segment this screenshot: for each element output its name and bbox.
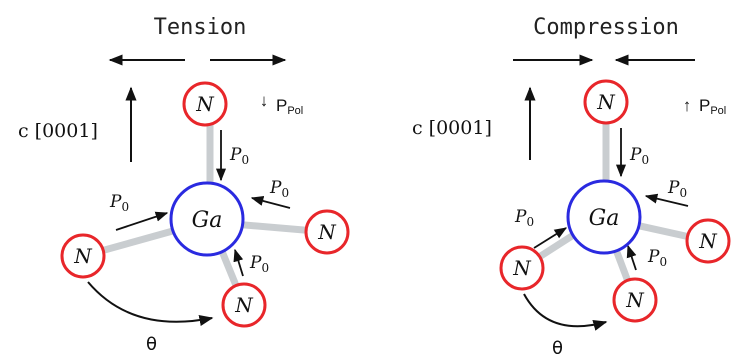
compression-polarization-arrow: ↑ bbox=[683, 96, 692, 115]
svg-text:N: N bbox=[317, 220, 337, 244]
compression-angle-arc bbox=[523, 293, 608, 331]
tension-atom-n-left: N bbox=[60, 233, 106, 279]
tension-force-label-bottom: P0 bbox=[249, 253, 269, 275]
tension-atom-ga: Ga bbox=[169, 181, 245, 257]
compression-force-arrow-right bbox=[644, 193, 689, 207]
svg-text:Ga: Ga bbox=[192, 208, 223, 233]
compression-c-axis-label: c [0001] bbox=[412, 117, 492, 139]
tension-force-arrow-right bbox=[250, 196, 291, 209]
compression-atom-n-top: N bbox=[583, 79, 629, 125]
tension-force-label-left: P0 bbox=[109, 192, 129, 214]
compression-atom-ga: Ga bbox=[566, 179, 642, 255]
compression-force-label-bottom: P0 bbox=[647, 247, 667, 269]
svg-text:N: N bbox=[73, 244, 93, 268]
tension-polarization-arrow: ↓ bbox=[260, 91, 269, 110]
compression-atom-n-right: N bbox=[685, 218, 731, 264]
compression-force-arrow-bottom bbox=[626, 244, 637, 271]
svg-text:N: N bbox=[596, 90, 616, 114]
tension-angle-label: θ bbox=[146, 334, 157, 355]
tension-polarization-label: PPol bbox=[276, 96, 303, 117]
svg-text:N: N bbox=[234, 293, 254, 317]
tension-force-label-right: P0 bbox=[269, 178, 289, 200]
compression-title: Compression bbox=[533, 15, 679, 40]
tension-atom-n-bottom: N bbox=[221, 282, 267, 328]
tension-force-label-top: P0 bbox=[229, 145, 249, 167]
compression-panel: Compression c [0001] ↑ PPol P0 P0 P0 P0 … bbox=[412, 15, 731, 358]
tension-force-arrow-bottom bbox=[233, 248, 244, 277]
tension-c-axis-label: c [0001] bbox=[18, 120, 98, 142]
svg-text:N: N bbox=[512, 256, 532, 280]
compression-atom-n-bottom: N bbox=[612, 277, 658, 323]
svg-text:N: N bbox=[625, 288, 645, 312]
tension-force-arrow-left bbox=[115, 211, 169, 231]
compression-atom-n-left: N bbox=[499, 245, 545, 291]
tension-panel: Tension c [0001] ↓ PPol P0 P0 P0 P0 N bbox=[18, 15, 350, 355]
tension-atom-n-top: N bbox=[182, 81, 228, 127]
tension-atom-n-right: N bbox=[304, 209, 350, 255]
compression-angle-label: θ bbox=[552, 338, 563, 358]
compression-force-arrow-left bbox=[533, 227, 568, 249]
tension-angle-arc bbox=[87, 281, 214, 326]
compression-polarization-label: PPol bbox=[699, 96, 726, 117]
compression-force-label-top: P0 bbox=[629, 145, 649, 167]
compression-force-label-right: P0 bbox=[667, 178, 687, 200]
svg-text:N: N bbox=[698, 229, 718, 253]
compression-force-label-left: P0 bbox=[514, 207, 534, 229]
tension-title: Tension bbox=[154, 15, 247, 40]
svg-text:N: N bbox=[195, 92, 215, 116]
svg-text:Ga: Ga bbox=[589, 206, 620, 231]
